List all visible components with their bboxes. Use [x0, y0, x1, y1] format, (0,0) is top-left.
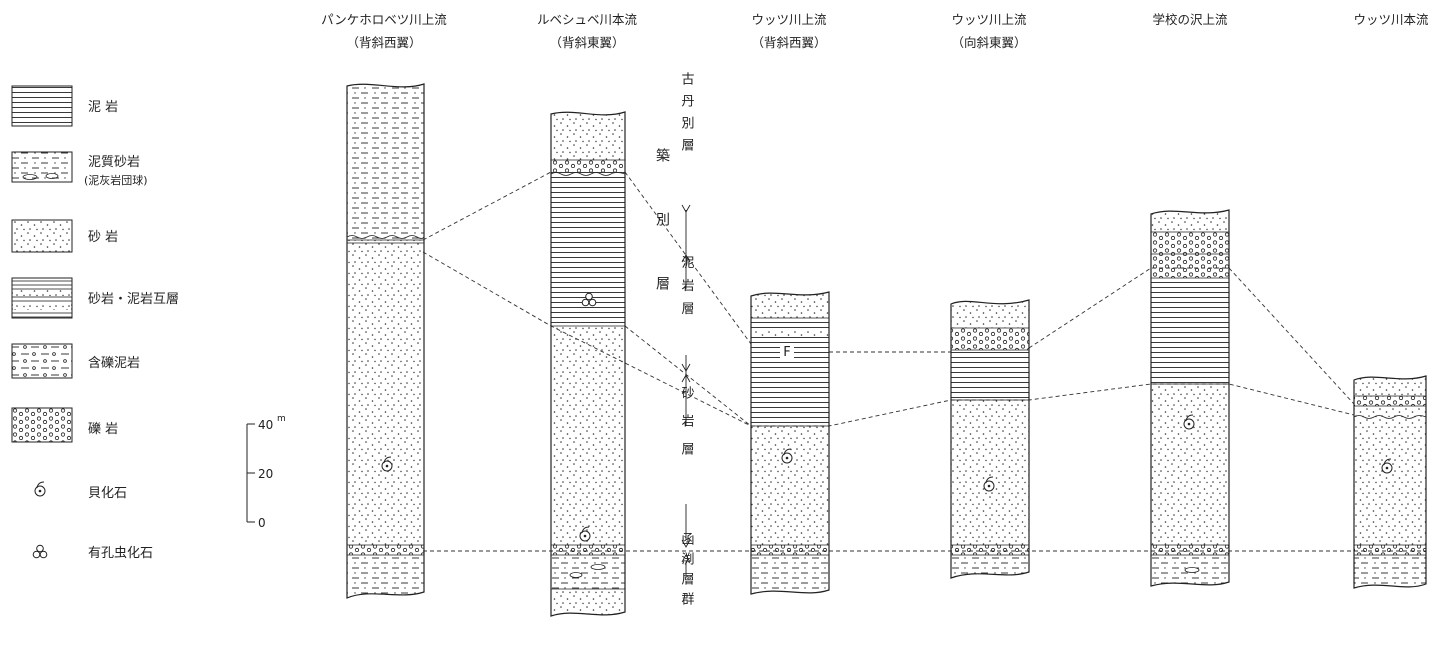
scale-tick-40: 40	[258, 418, 273, 432]
shell-fossil-icon	[1183, 414, 1195, 430]
legend-label-mudstone: 泥 岩	[88, 100, 118, 115]
legend-label-sandstone: 砂 岩	[88, 230, 118, 245]
stratigraphic-column-4	[950, 299, 1030, 579]
stratigraphic-column-1	[346, 83, 425, 599]
shell-fossil-icon	[1381, 458, 1393, 474]
marl-concretion-icon	[22, 174, 38, 180]
marl-concretion-icon	[45, 173, 59, 179]
shell-fossil-icon	[781, 448, 793, 464]
column-subtitle-2: （背斜東翼）	[549, 35, 624, 50]
column-title-5: 学校の沢上流	[1152, 12, 1228, 27]
legend-swatch-mudstone	[11, 85, 73, 127]
stratigraphic-column-6	[1353, 375, 1427, 589]
kotanbetsu-formation-label: 古丹別層	[679, 72, 695, 160]
legend-item-muddy-sandstone: 泥質砂岩 (泥灰岩団球)	[11, 151, 148, 187]
column-title-6: ウッツ川本流	[1353, 12, 1429, 27]
scale-tick-0: 0	[258, 516, 266, 530]
mudstone-member-label: 泥岩層	[679, 256, 695, 325]
stratigraphic-column-3: F	[750, 291, 830, 595]
legend-item-alternation: 砂岩・泥岩互層	[11, 277, 179, 319]
scale-bar: 40 m 20 0	[246, 414, 286, 530]
legend-swatch-alternation	[11, 277, 73, 319]
foraminifera-fossil-icon	[581, 292, 597, 307]
legend-sublabel-muddy-sandstone: (泥灰岩団球)	[84, 173, 148, 187]
shell-fossil-icon	[34, 481, 46, 497]
legend-label-muddy-sandstone: 泥質砂岩	[88, 155, 140, 170]
column-headers: パンケホロベツ川上流 （背斜西翼） ルベシュベ川本流 （背斜東翼） ウッツ川上流…	[321, 12, 1429, 50]
correlation-line-mudstone-base	[624, 325, 752, 427]
column-title-3: ウッツ川上流	[751, 12, 827, 27]
legend-swatch-sandstone	[11, 219, 73, 253]
shell-fossil-icon	[983, 476, 995, 492]
column-subtitle-1: （背斜西翼）	[346, 35, 421, 50]
legend-label-alternation: 砂岩・泥岩互層	[88, 292, 179, 307]
legend-label-foraminifera: 有孔虫化石	[88, 546, 153, 561]
legend-item-pebbly-mudstone: 含礫泥岩	[11, 343, 140, 379]
shell-fossil-icon	[579, 526, 591, 542]
column-title-4: ウッツ川上流	[951, 12, 1027, 27]
hakobuchi-group-label: 函渕層群	[679, 532, 695, 612]
stratigraphic-names: 古丹別層 築別層 泥岩層 砂岩層 函渕層群	[654, 72, 694, 612]
legend-item-foraminifera: 有孔虫化石	[32, 544, 153, 561]
foraminifera-fossil-icon	[32, 544, 48, 559]
legend-swatch-muddy-sandstone	[11, 151, 73, 183]
legend-item-conglomerate: 礫 岩	[11, 407, 118, 443]
stratigraphic-column-5	[1150, 209, 1230, 587]
f-marker-label: F	[783, 345, 790, 360]
legend: 泥 岩 泥質砂岩 (泥灰岩団球) 砂 岩 砂岩・泥岩互層 含礫泥岩 礫 岩	[11, 85, 179, 561]
legend-label-conglomerate: 礫 岩	[88, 421, 118, 437]
legend-item-shell-fossil: 貝化石	[34, 481, 127, 501]
legend-item-mudstone: 泥 岩	[11, 85, 118, 127]
stratigraphic-column-2	[550, 111, 626, 617]
correlation-line-kotanbetsu-base	[422, 171, 552, 241]
chikubetsu-formation-label: 築別層	[654, 148, 670, 340]
legend-label-shell-fossil: 貝化石	[88, 486, 127, 501]
column-title-1: パンケホロベツ川上流	[321, 12, 447, 27]
legend-swatch-pebbly-mudstone	[11, 343, 73, 379]
legend-label-pebbly-mudstone: 含礫泥岩	[88, 355, 140, 371]
column-title-2: ルベシュベ川本流	[537, 12, 638, 27]
legend-item-sandstone: 砂 岩	[11, 219, 118, 253]
scale-tick-20: 20	[258, 467, 273, 481]
scale-unit: m	[277, 414, 286, 424]
legend-swatch-conglomerate	[11, 407, 73, 443]
sandstone-member-label: 砂岩層	[679, 386, 695, 470]
column-subtitle-4: （向斜東翼）	[951, 35, 1026, 50]
column-subtitle-3: （背斜西翼）	[751, 35, 826, 50]
shell-fossil-icon	[381, 456, 393, 472]
